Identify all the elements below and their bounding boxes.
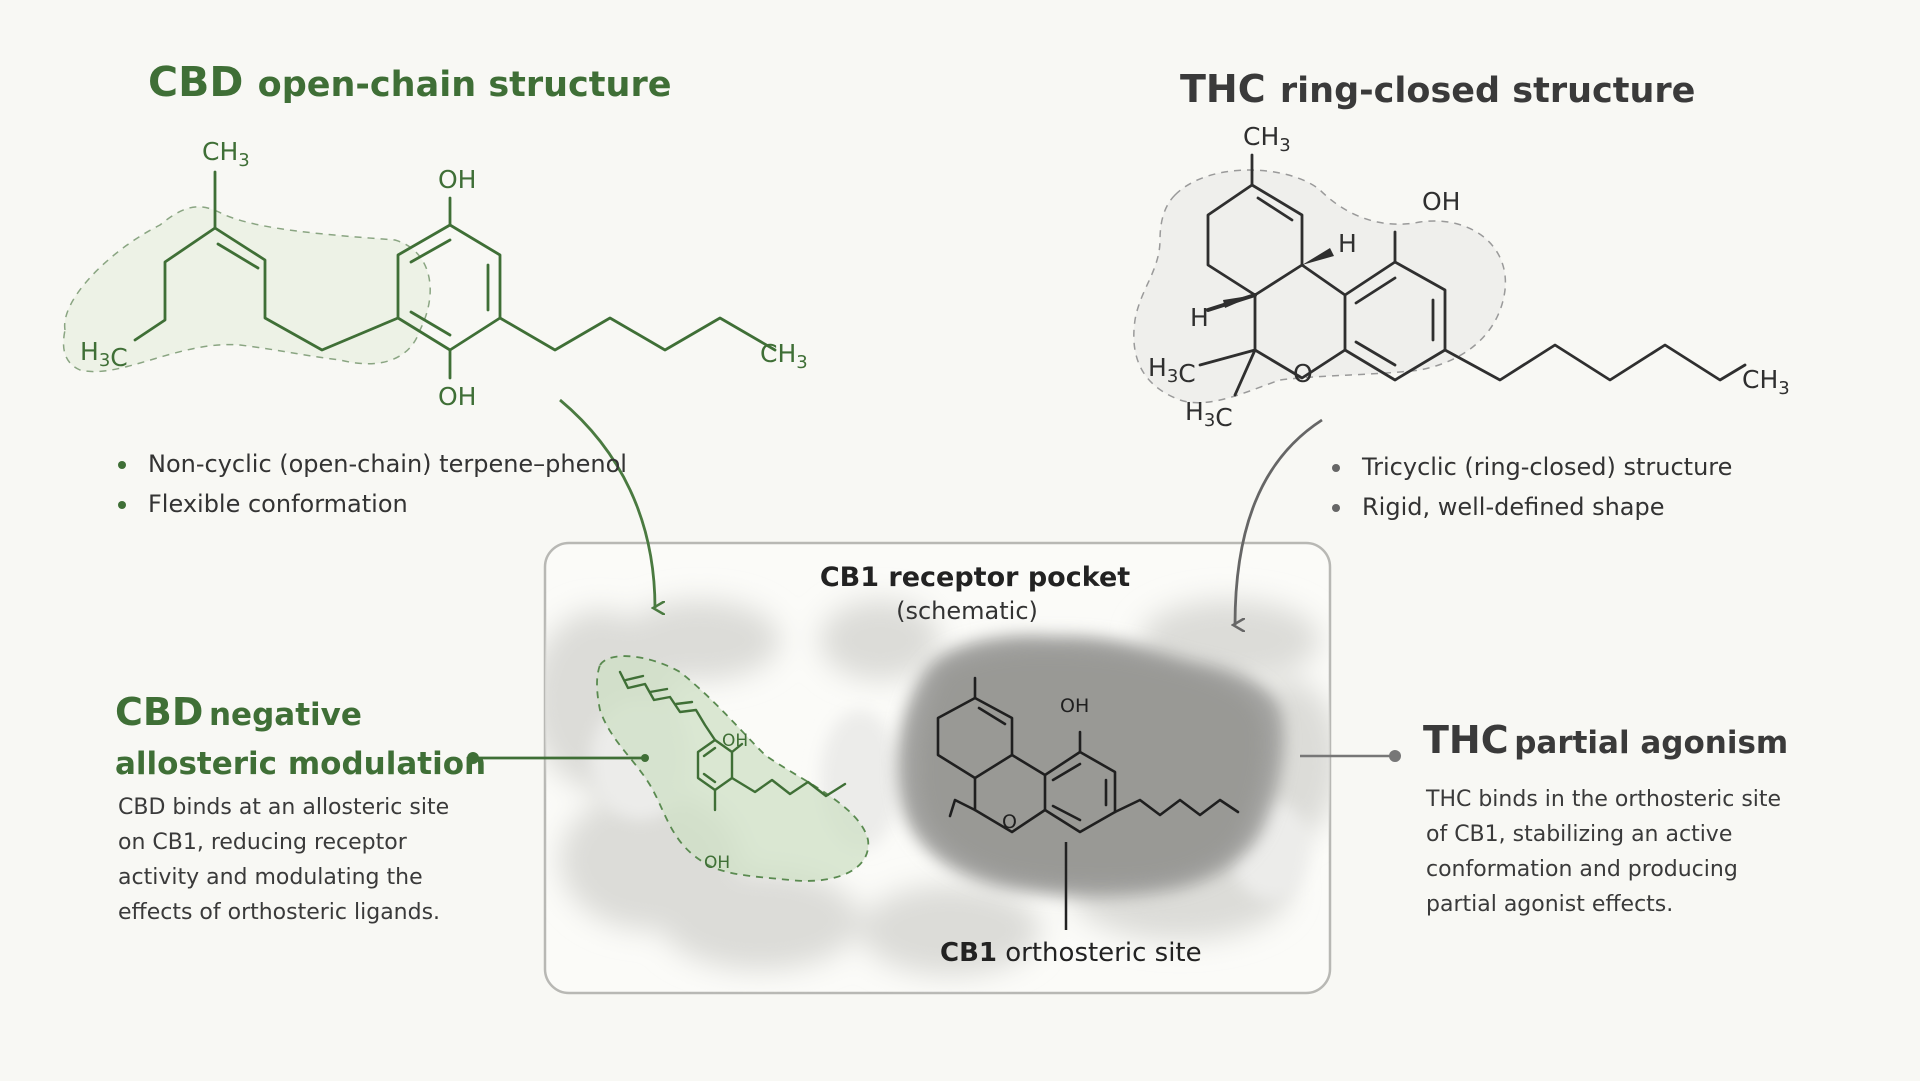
pocket-thc-molecule — [936, 676, 1240, 834]
thc-ch3-tail-label: CH3 — [1742, 365, 1790, 399]
pocket-thc-oh-label: OH — [1060, 695, 1089, 717]
cbd-oh-top-label: OH — [438, 165, 476, 194]
pocket-cbd-oh-top-label: OH — [722, 731, 748, 751]
cbd-oh-bottom-label: OH — [438, 382, 476, 411]
thc-to-pocket-arrow — [1235, 418, 1323, 625]
thc-oh-label: OH — [1422, 187, 1460, 216]
thc-title: THC ring-closed structure — [1180, 64, 1695, 112]
cbd-effect-line2: allosteric modulation — [115, 746, 487, 782]
pocket-subtitle: (schematic) — [896, 597, 1038, 625]
cbd-h3c-label: H3C — [80, 337, 128, 372]
cbd-bullet-list: Non-cyclic (open-chain) terpene–phenol F… — [118, 450, 627, 530]
thc-desc-line-3: conformation and producing — [1426, 857, 1738, 882]
pocket-thc-o-label: O — [1002, 811, 1017, 833]
receptor-pocket-box: OH OH OH O — [543, 541, 1332, 995]
cbd-highlight-region — [62, 206, 431, 373]
thc-highlight-region — [1133, 169, 1507, 404]
cbd-effect-abbr: CBD — [115, 690, 204, 734]
cbd-bullet-1: Non-cyclic (open-chain) terpene–phenol — [118, 450, 627, 478]
thc-effect-abbr: THC — [1423, 718, 1509, 762]
cbd-ch3-tail-label: CH3 — [760, 339, 808, 373]
pocket-cbd-molecule — [618, 670, 847, 812]
thc-desc-line-1: THC binds in the orthosteric site — [1426, 787, 1782, 812]
thc-ch3-top-label: CH3 — [1243, 122, 1291, 156]
cbd-title-rest: open-chain structure — [257, 65, 672, 105]
thc-effect-description: THC binds in the orthosteric site of CB1… — [1426, 782, 1781, 922]
cbd-structure: CH3 OH OH H3C CH3 — [62, 137, 808, 411]
cbd-desc-line-3: activity and modulating the — [118, 865, 423, 890]
orthosteric-site-label-bold: CB1 — [940, 938, 997, 968]
thc-bullet-2: Rigid, well-defined shape — [1332, 493, 1732, 521]
cbd-effect-description: CBD binds at an allosteric site on CB1, … — [118, 790, 449, 930]
cbd-title: CBD open-chain structure — [148, 58, 671, 106]
thc-structure: CH3 OH H H O H3C H3C CH3 — [1133, 122, 1790, 432]
cbd-ch3-top-label: CH3 — [202, 137, 250, 171]
cbd-title-abbr: CBD — [148, 58, 244, 106]
orthosteric-site-label: CB1 orthosteric site — [940, 938, 1202, 968]
thc-bullet-list: Tricyclic (ring-closed) structure Rigid,… — [1332, 453, 1732, 533]
cbd-desc-line-2: on CB1, reducing receptor — [118, 830, 407, 855]
thc-h-upper-label: H — [1338, 229, 1357, 258]
cbd-effect-title: CBD negative allosteric modulation — [115, 690, 486, 786]
cbd-effect-line1: negative — [208, 697, 362, 733]
thc-effect-connector — [1300, 750, 1401, 762]
cbd-to-pocket-arrow — [559, 398, 655, 608]
thc-h3c-a-label: H3C — [1148, 353, 1196, 388]
cbd-desc-line-4: effects of orthosteric ligands. — [118, 900, 441, 925]
allosteric-site-marker — [641, 754, 649, 762]
thc-title-rest: ring-closed structure — [1279, 71, 1696, 111]
thc-bullet-1: Tricyclic (ring-closed) structure — [1332, 453, 1732, 481]
thc-o-ring-label: O — [1293, 359, 1313, 388]
pocket-title: CB1 receptor pocket — [819, 562, 1131, 593]
thc-h3c-b-label: H3C — [1185, 397, 1233, 432]
thc-effect-title: THC partial agonism — [1423, 718, 1788, 762]
thc-effect-rest: partial agonism — [1514, 725, 1789, 761]
thc-desc-line-4: partial agonist effects. — [1426, 892, 1674, 917]
orthosteric-site-label-rest: orthosteric site — [1005, 938, 1202, 968]
thc-h-left-label: H — [1190, 303, 1209, 332]
thc-desc-line-2: of CB1, stabilizing an active — [1426, 822, 1733, 847]
cbd-bullet-2: Flexible conformation — [118, 490, 627, 518]
pocket-cbd-oh-bottom-label: OH — [704, 853, 730, 873]
cbd-effect-connector — [467, 752, 642, 764]
cbd-desc-line-1: CBD binds at an allosteric site — [118, 795, 450, 820]
thc-title-abbr: THC — [1180, 67, 1266, 111]
